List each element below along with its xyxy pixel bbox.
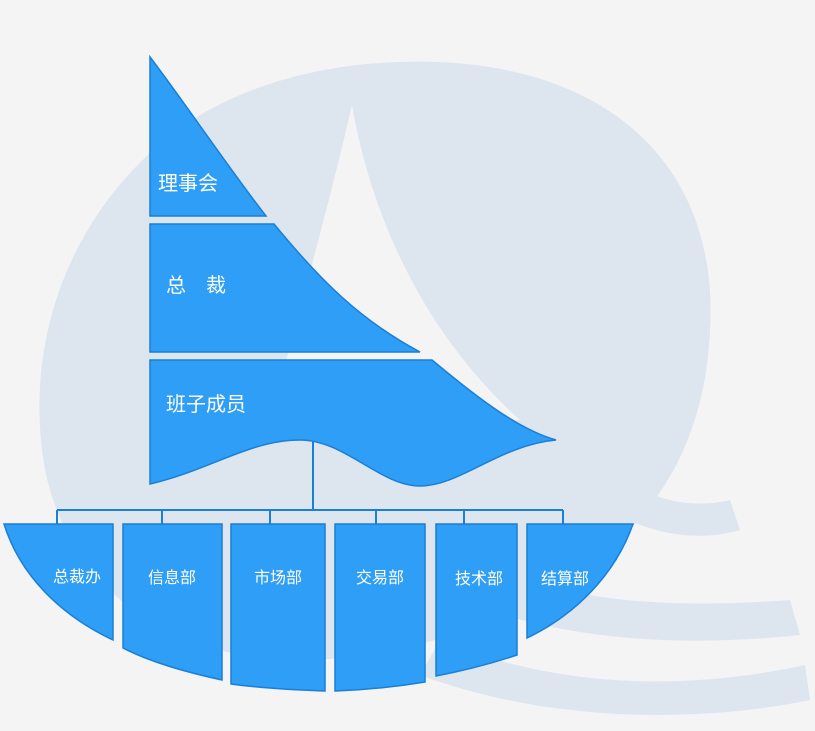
dept-tech-label: 技术部	[455, 569, 503, 588]
dept-info-label: 信息部	[148, 568, 196, 587]
dept-market: 市场部	[230, 523, 326, 692]
connectors	[56, 441, 564, 524]
sail-leadership-label: 班子成员	[166, 392, 246, 416]
watermark-wave-3	[420, 640, 810, 715]
watermark-wave-1	[590, 460, 740, 536]
sail-president-label: 总 裁	[166, 273, 226, 297]
sail-board: 理事会	[149, 54, 268, 217]
sail-leadership: 班子成员	[149, 359, 557, 487]
dept-trading: 交易部	[334, 523, 426, 692]
dept-trading-label: 交易部	[356, 568, 404, 587]
dept-settlement: 结算部	[526, 523, 635, 640]
dept-market-label: 市场部	[254, 568, 302, 587]
dept-office: 总裁办	[2, 523, 114, 642]
dept-office-label: 总裁办	[53, 567, 101, 586]
dept-tech: 技术部	[435, 523, 518, 677]
dept-info: 信息部	[122, 523, 223, 681]
dept-settlement-label: 结算部	[541, 569, 589, 588]
sail-board-label: 理事会	[158, 171, 218, 195]
sail-president: 总 裁	[149, 223, 421, 353]
